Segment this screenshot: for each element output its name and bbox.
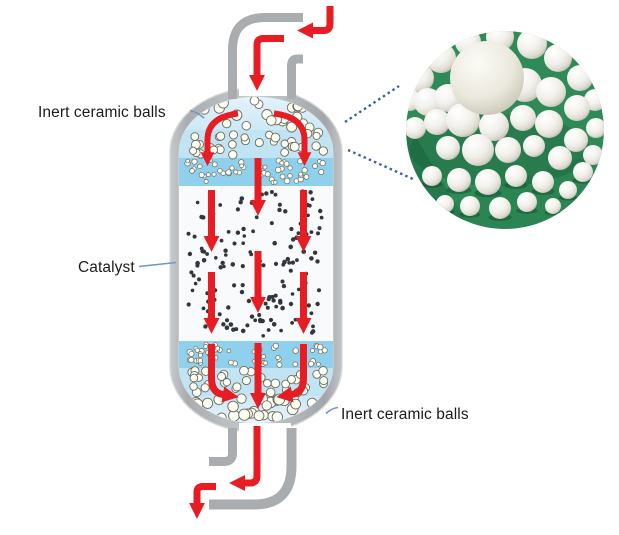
bottom-right-curve-arrow [276,344,307,403]
inlet-pipe [228,13,303,99]
inlet-neck-channel [239,16,291,96]
dome-left-arc-arrow [200,110,239,167]
ceramic-ball-layers [184,97,329,423]
label-tick-catalyst [138,261,177,268]
label-tick-top [189,109,205,119]
label-inert-ceramic-balls-top: Inert ceramic balls [38,104,166,121]
connector-lines [138,85,414,415]
bottom-left-curve-arrow [208,344,239,403]
inlet-entry-arrow [297,6,334,39]
outlet-down-arrow [229,426,261,492]
outlet-pipe [209,428,297,510]
inlet-down-arrow [248,35,284,91]
dome-right-arc-arrow [273,110,312,167]
dotted-connector-lower [347,148,414,181]
outlet-exit-arrow [188,483,216,519]
label-inert-ceramic-balls-bottom: Inert ceramic balls [341,406,469,423]
flow-arrows [188,6,334,519]
label-tick-bottom [325,406,339,415]
label-catalyst: Catalyst [78,259,135,276]
dotted-connector-upper [344,85,400,123]
ceramic-balls-photo [406,31,604,229]
